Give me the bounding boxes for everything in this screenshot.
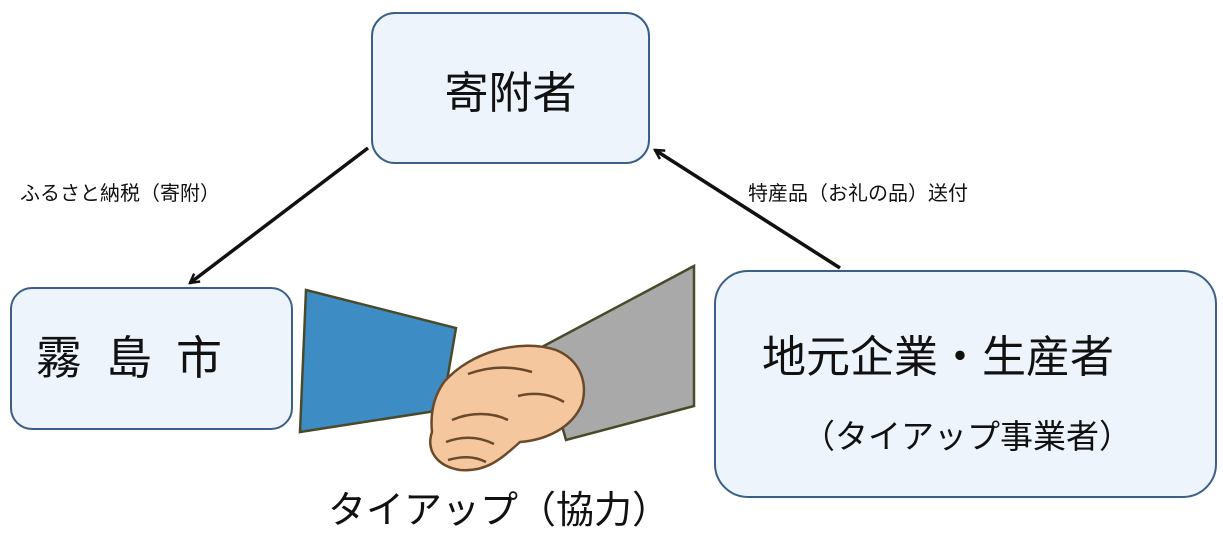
business-node: 地元企業・生産者 （タイアップ事業者） (714, 270, 1217, 498)
finger-line-1 (451, 412, 509, 422)
business-sublabel: （タイアップ事業者） (802, 417, 1132, 456)
gift-edge-label: 特産品（お礼の品）送付 (748, 181, 968, 205)
hands (429, 344, 586, 472)
finger-line-3 (447, 456, 487, 464)
city-label: 霧島市 (36, 331, 246, 385)
donor-node: 寄附者 (371, 12, 650, 164)
arrow-business-to-donor (655, 148, 841, 270)
finger-line-2 (445, 436, 495, 446)
arrow-donor-to-city (190, 146, 370, 283)
donor-label: 寄附者 (444, 68, 577, 119)
business-label: 地元企業・生産者 (762, 332, 1114, 383)
handshake-icon (298, 263, 696, 472)
tieup-caption: タイアップ（協力） (328, 488, 671, 532)
finger-line-4 (517, 392, 565, 404)
thumb-line (467, 366, 533, 376)
tax-edge-label: ふるさと納税（寄附） (20, 181, 220, 205)
city-node: 霧島市 (10, 287, 293, 430)
